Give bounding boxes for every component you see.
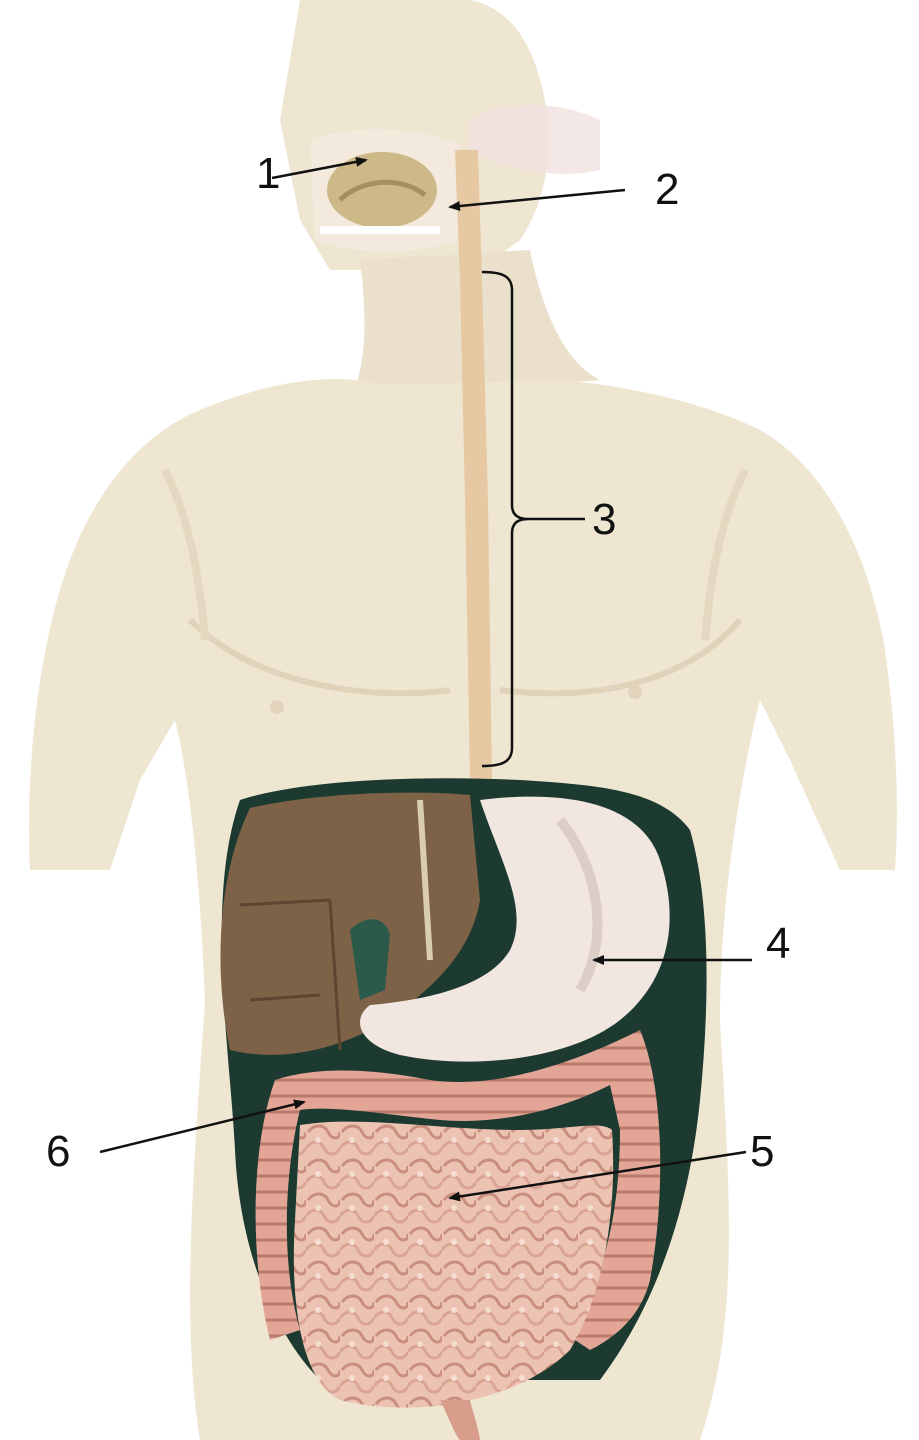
label-5: 5	[750, 1130, 774, 1174]
label-3: 3	[592, 498, 616, 542]
label-2: 2	[655, 168, 679, 212]
label-4: 4	[766, 922, 790, 966]
label-1: 1	[256, 152, 280, 196]
label-6: 6	[46, 1130, 70, 1174]
